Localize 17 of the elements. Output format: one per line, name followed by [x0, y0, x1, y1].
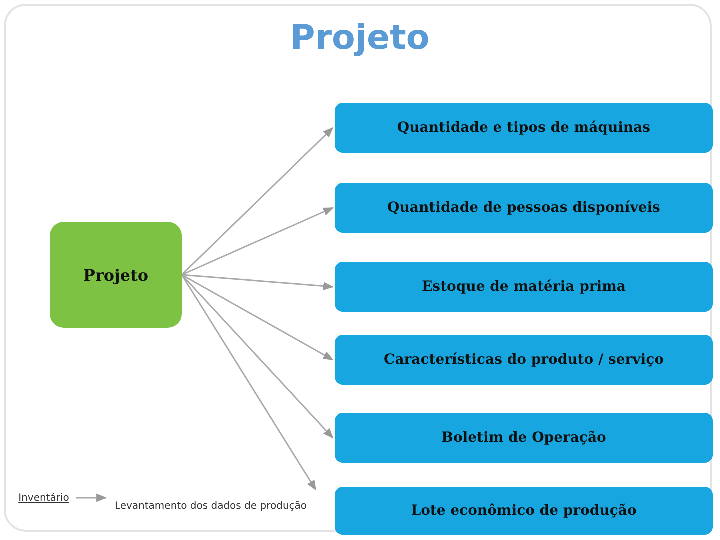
process-box: Estoque de matéria prima: [335, 262, 713, 312]
process-box: Lote econômico de produção: [335, 487, 713, 535]
process-box: Quantidade de pessoas disponíveis: [335, 183, 713, 233]
arrow: [181, 127, 334, 276]
arrow: [76, 494, 108, 502]
process-box: Boletim de Operação: [335, 413, 713, 463]
process-box: Quantidade e tipos de máquinas: [335, 103, 713, 153]
link-text: Inventário: [12, 490, 76, 506]
arrow: [182, 274, 334, 290]
arrow: [182, 274, 334, 361]
process-box: Projeto: [50, 222, 182, 328]
note-text: Levantamento dos dados de produção: [100, 490, 322, 522]
arrow: [181, 274, 317, 491]
arrow: [182, 207, 334, 276]
title: Projeto: [289, 18, 431, 58]
arrow: [181, 274, 334, 439]
process-box: Características do produto / serviço: [335, 335, 713, 385]
